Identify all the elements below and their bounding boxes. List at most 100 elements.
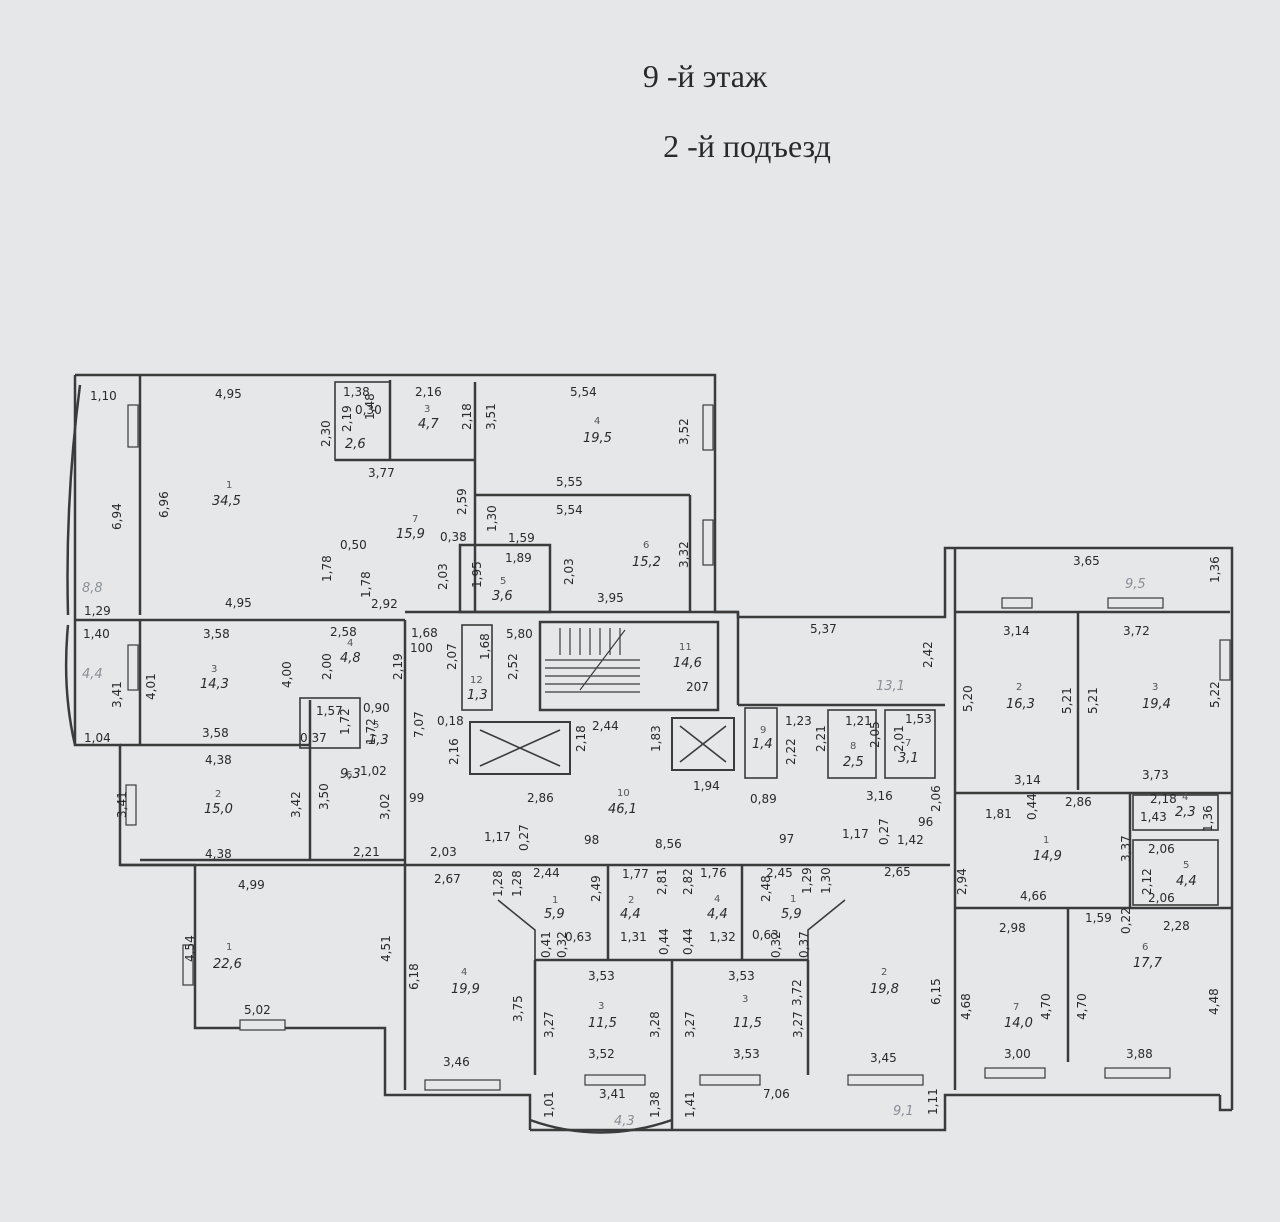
dimension-label: 4,00 [280, 661, 294, 688]
dimension-label: 1,78 [320, 555, 334, 582]
dimension-label: 100 [410, 641, 433, 655]
dimension-label: 3,00 [1004, 1047, 1031, 1061]
room-area: 4,4 [707, 907, 728, 922]
dimension-label: 3,02 [378, 793, 392, 820]
room-number: 11 [679, 642, 692, 653]
stairwell [538, 620, 720, 712]
dimension-label: 2,30 [319, 420, 333, 447]
dimension-label: 2,05 [868, 721, 882, 748]
dimension-label: 4,54 [183, 935, 197, 962]
room-number: 7 [412, 514, 418, 525]
room-number: 1 [552, 895, 558, 906]
dimension-label: 3,37 [1119, 835, 1133, 862]
room-number: 5 [1183, 860, 1189, 871]
dimension-label: 2,06 [1148, 842, 1175, 856]
dimension-label: 1,36 [1201, 805, 1215, 832]
dimension-label: 1,17 [484, 830, 511, 844]
dimension-label: 2,98 [999, 921, 1026, 935]
room-area: 11,5 [733, 1016, 762, 1031]
dimension-label: 1,32 [709, 930, 736, 944]
dimension-label: 0,44 [657, 928, 671, 955]
room-area: 5,9 [544, 907, 565, 922]
room-number: 9 [760, 725, 766, 736]
room-area: 3,6 [492, 589, 513, 604]
dimension-label: 0,50 [340, 538, 367, 552]
dimension-labels: 1,10 4,95 1,38 2,16 5,54 0,30 2,19 3,77 … [83, 385, 1190, 1101]
room-number: 3 [424, 404, 430, 415]
dimension-label: 2,07 [445, 643, 459, 670]
room-area: 14,6 [673, 656, 702, 671]
dimension-label: 1,31 [620, 930, 647, 944]
dimension-label: 0,27 [877, 818, 891, 845]
balcony-area: 4,4 [82, 667, 103, 682]
dimension-label: 5,21 [1060, 687, 1074, 714]
dimension-label: 3,58 [203, 627, 230, 641]
dimension-label: 4,68 [959, 993, 973, 1020]
dimension-label: 3,75 [511, 995, 525, 1022]
dimension-label: 2,03 [430, 845, 457, 859]
dimension-label: 2,48 [759, 875, 773, 902]
elevators [469, 717, 735, 775]
room-number: 3 [211, 664, 217, 675]
room-number: 2 [1016, 682, 1022, 693]
dimension-label: 1,11 [926, 1088, 940, 1115]
room-area: 4,7 [418, 417, 439, 432]
room-area: 2,3 [1175, 805, 1196, 820]
dimension-label: 1,01 [542, 1091, 556, 1118]
dimension-label: 5,54 [556, 503, 583, 517]
room-number: 7 [1013, 1002, 1019, 1013]
dimension-label: 3,52 [677, 418, 691, 445]
dimension-label: 2,18 [574, 725, 588, 752]
room-area: 3,1 [898, 751, 919, 766]
dimension-label: 0,63 [752, 928, 779, 942]
balcony-area: 4,3 [614, 1114, 635, 1129]
room-area: 19,4 [1142, 697, 1171, 712]
room-number: 1 [1043, 835, 1049, 846]
dimension-label: 0,41 [539, 931, 553, 958]
dimension-label: 0,37 [300, 731, 327, 745]
room-number: 4 [461, 967, 467, 978]
dimension-label: 2,81 [655, 868, 669, 895]
dimension-label: 1,17 [842, 827, 869, 841]
dimension-label: 4,01 [144, 673, 158, 700]
dimension-label: 3,72 [1123, 624, 1150, 638]
dimension-label: 2,21 [353, 845, 380, 859]
dimension-label: 3,14 [1014, 773, 1041, 787]
dimension-label: 1,76 [700, 866, 727, 880]
dimension-label: 1,21 [845, 714, 872, 728]
room-number: 3 [598, 1001, 604, 1012]
dimension-label: 1,68 [411, 626, 438, 640]
dimension-label: 4,95 [215, 387, 242, 401]
dimension-label: 1,38 [648, 1091, 662, 1118]
dimension-label: 5,55 [556, 475, 583, 489]
room-number: 1 [790, 894, 796, 905]
dimension-label: 2,06 [929, 785, 943, 812]
dimension-label: 7,06 [763, 1087, 790, 1101]
dimension-label: 2,86 [1065, 795, 1092, 809]
dimension-label: 1,57 [316, 704, 343, 718]
dimension-label: 2,44 [533, 866, 560, 880]
balcony-area: 13,1 [876, 679, 905, 694]
dimension-label: 1,83 [649, 725, 663, 752]
room-area: 14,0 [1004, 1016, 1033, 1031]
dimension-label: 3,45 [870, 1051, 897, 1065]
room-area: 16,3 [1006, 697, 1035, 712]
dimension-label: 0,44 [1025, 793, 1039, 820]
dimension-label: 3,27 [791, 1011, 805, 1038]
dimension-label: 0,38 [440, 530, 467, 544]
room-number: 2 [628, 895, 634, 906]
dimension-label: 2,49 [589, 875, 603, 902]
dimension-label: 3,27 [683, 1011, 697, 1038]
room-area: 1,4 [752, 737, 773, 752]
dimension-label: 2,58 [330, 625, 357, 639]
room-area: 2,6 [345, 437, 366, 452]
dimension-label: 4,51 [379, 935, 393, 962]
dimension-label: 3,53 [733, 1047, 760, 1061]
dimension-label: 2,22 [784, 738, 798, 765]
dimension-label: 6,15 [929, 978, 943, 1005]
dimension-label: 2,06 [1148, 891, 1175, 905]
windows [125, 404, 1231, 1091]
dimension-label: 4,38 [205, 753, 232, 767]
room-area: 5,9 [781, 907, 802, 922]
room-area: 17,7 [1133, 956, 1163, 971]
